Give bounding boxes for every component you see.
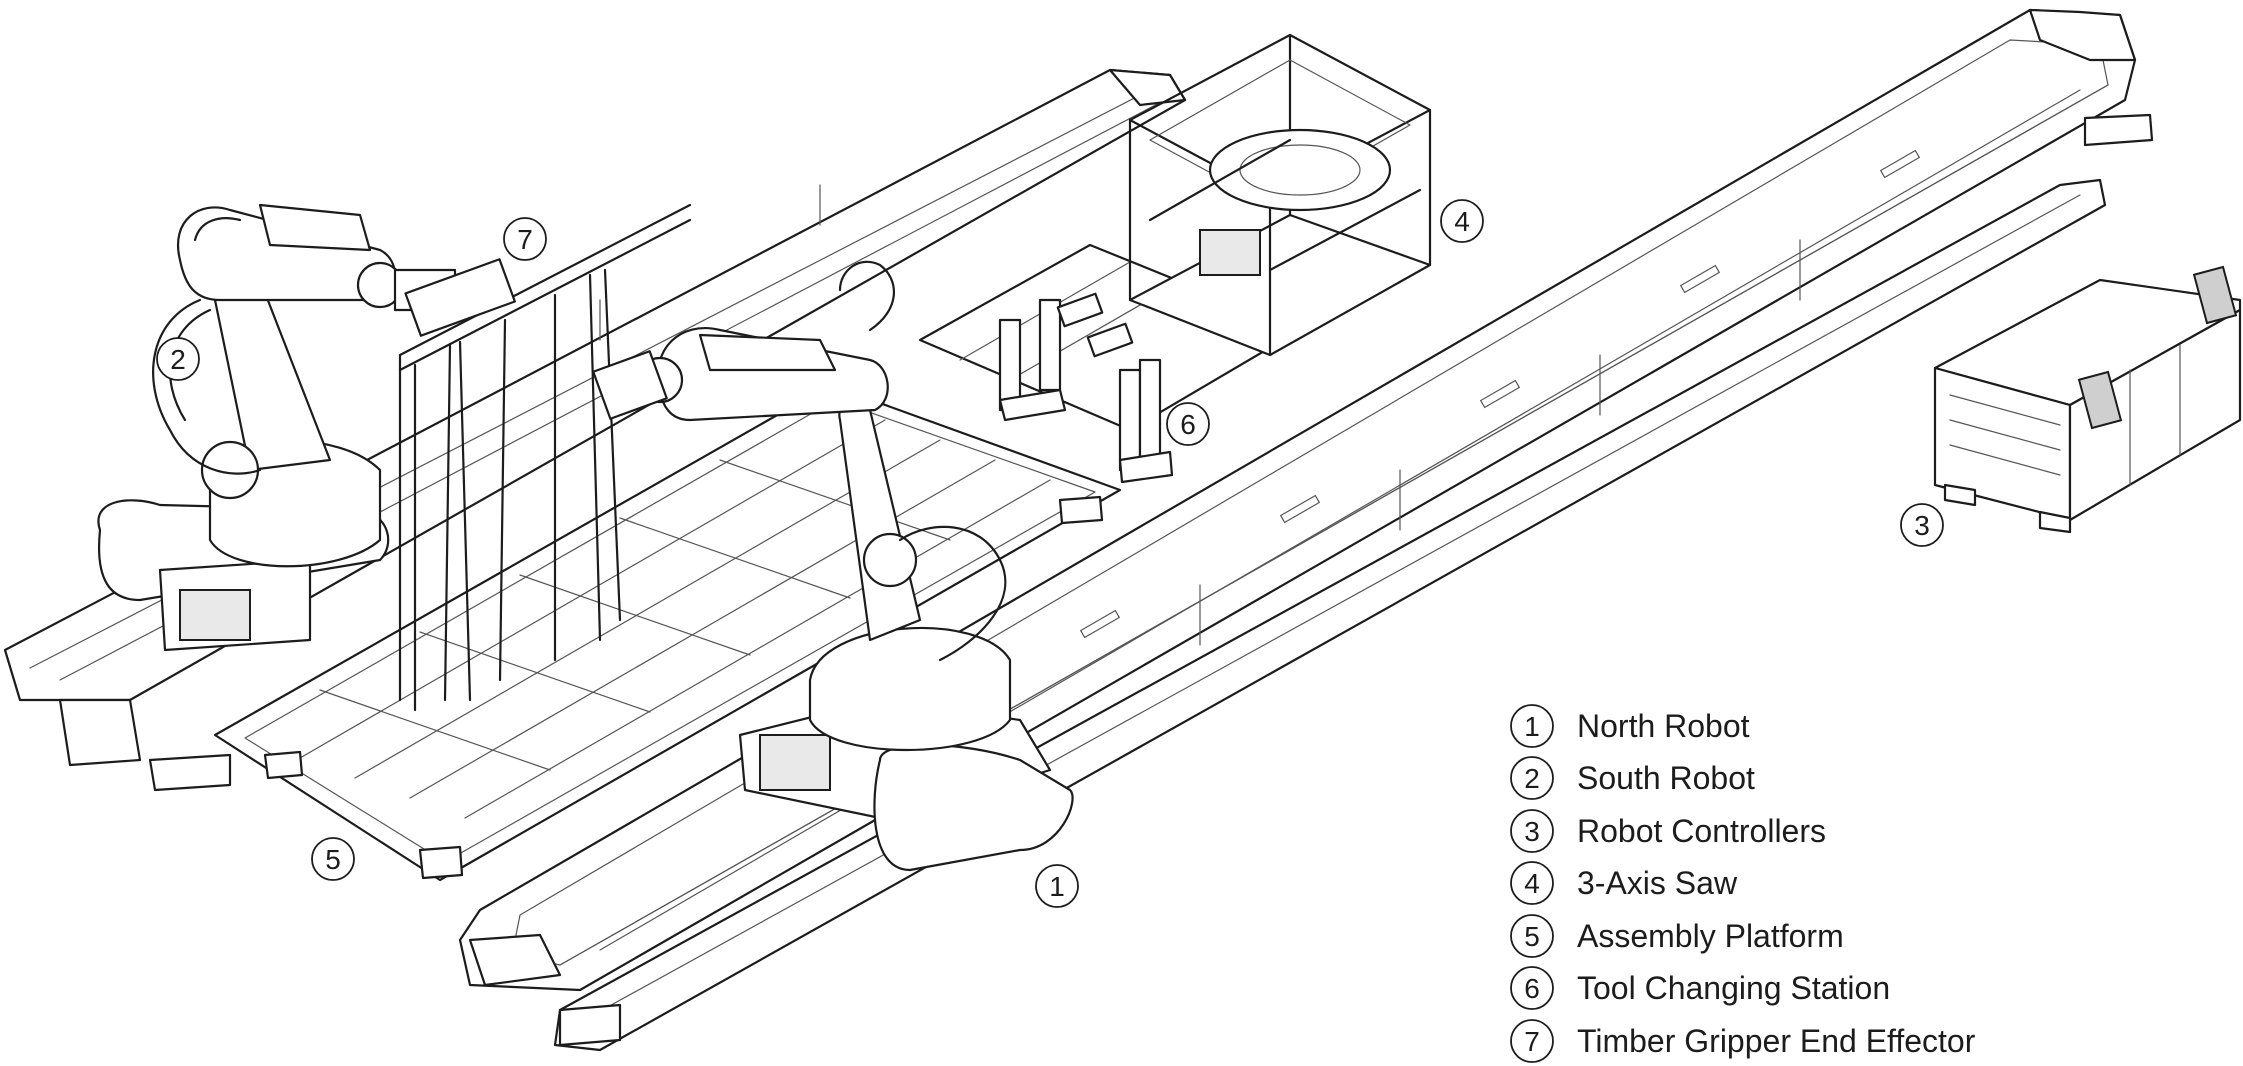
legend-item-5-number: 5 [1524,921,1540,952]
legend-item-2-number: 2 [1524,763,1540,794]
legend-item-3: 3 Robot Controllers [1510,809,1826,853]
callout-5: 5 [311,837,355,881]
legend-item-2-label: South Robot [1577,760,1755,796]
legend-item-3-label: Robot Controllers [1577,813,1826,849]
callout-7: 7 [503,217,547,261]
legend-item-1-number: 1 [1524,711,1540,742]
legend-item-7: 7 Timber Gripper End Effector [1510,1019,1976,1063]
legend-item-6-label: Tool Changing Station [1577,970,1890,1006]
legend-item-6-number: 6 [1524,973,1540,1004]
robot-controllers [1933,265,2242,534]
callout-1-number: 1 [1049,871,1065,902]
callout-4: 4 [1440,199,1484,243]
callout-2: 2 [156,337,200,381]
legend-item-2: 2 South Robot [1510,756,1755,800]
legend-item-5-label: Assembly Platform [1577,918,1844,954]
south-robot [97,203,516,652]
legend: 1 North Robot 2 South Robot 3 Robot Cont… [1510,704,1976,1063]
legend-item-5: 5 Assembly Platform [1510,914,1844,958]
callout-2-number: 2 [170,344,186,375]
callout-3-number: 3 [1914,510,1930,541]
callout-6: 6 [1166,402,1210,446]
timber-gripper-frame [398,203,692,712]
legend-item-4-label: 3-Axis Saw [1577,865,1738,901]
legend-item-4-number: 4 [1524,868,1540,899]
callout-6-number: 6 [1180,409,1196,440]
three-axis-saw [1128,33,1432,357]
legend-item-7-label: Timber Gripper End Effector [1577,1023,1976,1059]
legend-item-1: 1 North Robot [1510,704,1750,748]
callout-1: 1 [1035,864,1079,908]
callout-3: 3 [1900,503,1944,547]
legend-item-4: 4 3-Axis Saw [1510,861,1738,905]
legend-item-6: 6 Tool Changing Station [1510,966,1890,1010]
tool-changing-station [998,292,1174,484]
legend-item-1-label: North Robot [1577,708,1750,744]
legend-item-3-number: 3 [1524,816,1540,847]
callout-7-number: 7 [517,224,533,255]
legend-item-7-number: 7 [1524,1026,1540,1057]
north-robot [592,260,1074,872]
callout-4-number: 4 [1454,206,1470,237]
callout-5-number: 5 [325,844,341,875]
